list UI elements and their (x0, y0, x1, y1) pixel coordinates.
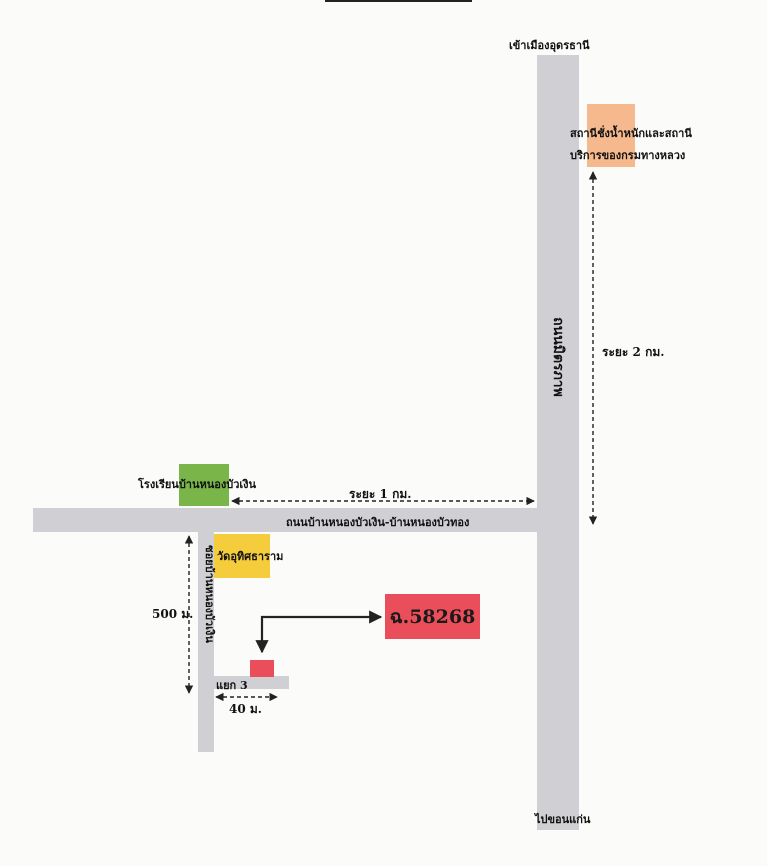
distance-40m-label: 40 ม. (229, 702, 262, 716)
title-underline (325, 0, 472, 2)
junction-road (214, 676, 289, 689)
target-location-marker (250, 660, 274, 677)
target-pointer-arrow (255, 610, 383, 654)
distance-500m-label: 500 ม. (152, 607, 194, 621)
main-road-label: ถนนบ้านหนองบัวเงิน-บ้านหนองบัวทอง (286, 516, 470, 529)
temple-label: วัดอุทิศธาราม (217, 550, 284, 563)
north-destination-label: เข้าเมืองอุดรธานี (509, 39, 590, 52)
target-code: ฉ.58268 (389, 605, 476, 628)
distance-2km-label: ระยะ 2 กม. (602, 345, 665, 359)
side-road-label: ซอยบ้านหนองบัวเงิน (203, 545, 216, 643)
main-road (33, 508, 538, 532)
highway-name-label: ถนนมิตรภาพ (550, 317, 566, 397)
junction-label: แยก 3 (216, 679, 248, 692)
station-marker (587, 104, 635, 167)
target-code-badge: ฉ.58268 (385, 594, 480, 639)
school-marker (179, 464, 229, 506)
temple-marker (214, 534, 270, 578)
station-label-line2: บริการของกรมทางหลวง (570, 149, 686, 162)
south-destination-label: ไปขอนแก่น (535, 813, 591, 826)
station-label-line1: สถานีชั่งน้ำหนักและสถานี (570, 127, 692, 140)
highway-road (537, 55, 579, 830)
distance-1km-label: ระยะ 1 กม. (349, 487, 412, 501)
school-label: โรงเรียนบ้านหนองบัวเงิน (138, 478, 257, 491)
side-road (198, 532, 214, 752)
